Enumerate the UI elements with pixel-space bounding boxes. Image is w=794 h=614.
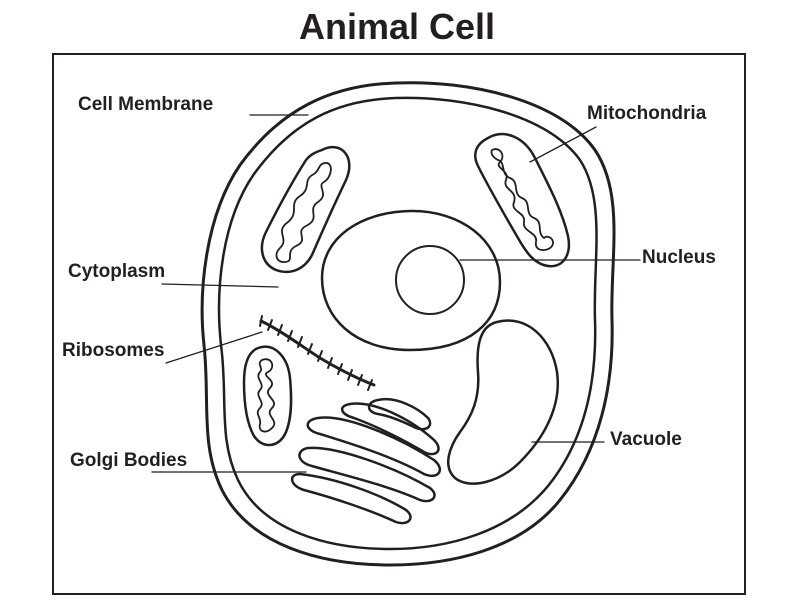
golgi-bodies bbox=[291, 397, 442, 525]
mitochondrion-bottom-left-inner bbox=[256, 358, 276, 433]
diagram-title: Animal Cell bbox=[298, 6, 496, 47]
leader-lines bbox=[151, 114, 641, 473]
mitochondrion-top-left-inner bbox=[275, 162, 332, 263]
leader-mitochondria bbox=[529, 126, 597, 163]
nucleus bbox=[320, 209, 502, 352]
leader-cytoplasm bbox=[161, 283, 279, 288]
vacuole bbox=[446, 319, 560, 485]
label-ribosomes: Ribosomes bbox=[62, 340, 165, 361]
ribosome-dots bbox=[259, 315, 373, 391]
label-vacuole: Vacuole bbox=[610, 429, 682, 450]
label-golgi-bodies: Golgi Bodies bbox=[70, 450, 188, 471]
nucleolus bbox=[395, 245, 465, 315]
cell-membrane-outer bbox=[200, 81, 616, 567]
label-cytoplasm: Cytoplasm bbox=[68, 261, 166, 282]
leader-ribosomes bbox=[165, 331, 263, 364]
label-cell-membrane: Cell Membrane bbox=[78, 94, 214, 115]
mitochondrion-right-inner bbox=[490, 148, 554, 251]
mitochondrion-right bbox=[474, 132, 571, 268]
diagram-frame bbox=[52, 53, 746, 595]
label-mitochondria: Mitochondria bbox=[587, 103, 707, 124]
cell-membrane-inner bbox=[217, 96, 598, 551]
label-nucleus: Nucleus bbox=[642, 247, 716, 268]
mitochondrion-top-left bbox=[260, 145, 351, 274]
mitochondrion-bottom-left bbox=[242, 345, 293, 447]
